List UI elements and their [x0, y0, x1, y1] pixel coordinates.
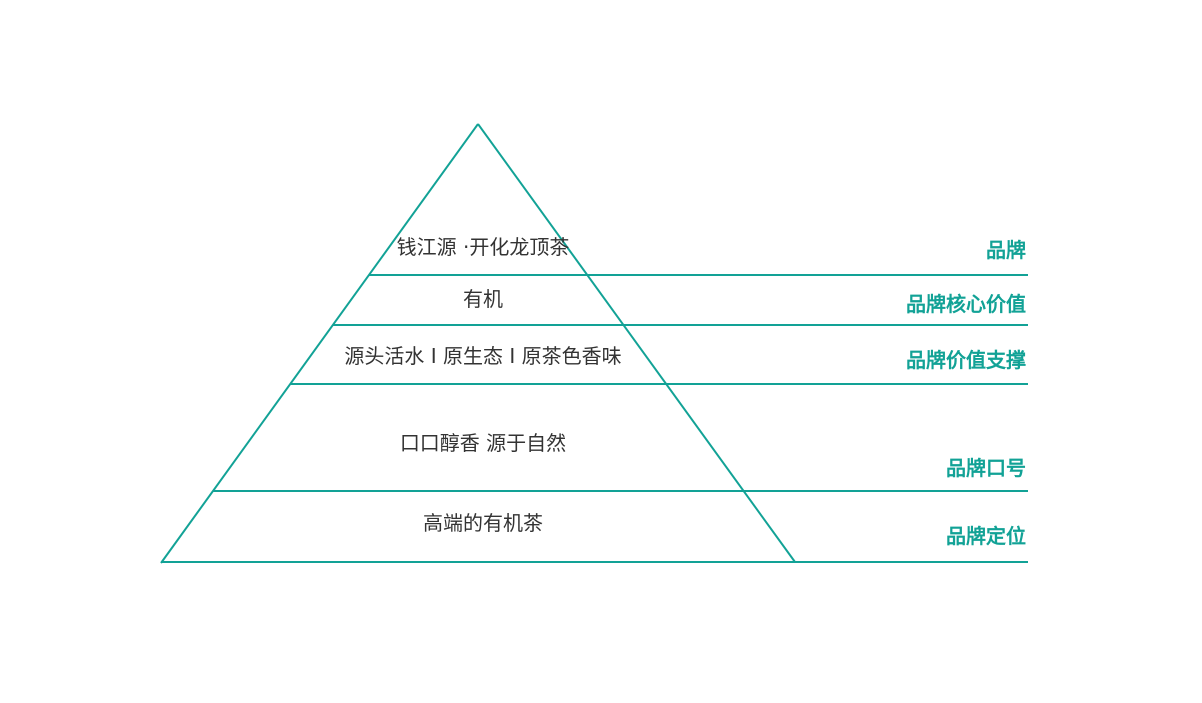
pyramid-level-2-label: 有机: [463, 287, 503, 311]
pyramid-level-5-label: 高端的有机茶: [423, 511, 543, 535]
pyramid-level-3-label: 源头活水 I 原生态 I 原茶色香味: [344, 344, 622, 368]
pyramid-level-4-label: 口口醇香 源于自然: [399, 431, 567, 455]
annotation-brand: 品牌: [986, 238, 1026, 262]
annotation-brand-slogan: 品牌口号: [946, 456, 1026, 480]
annotation-brand-value-support: 品牌价值支撑: [906, 348, 1026, 372]
annotation-brand-positioning: 品牌定位: [946, 524, 1026, 548]
pyramid-left-edge: [160, 123, 479, 564]
pyramid-right-edge: [477, 123, 796, 563]
annotation-brand-core-value: 品牌核心价值: [906, 292, 1026, 316]
pyramid-level-1-label: 钱江源 ·开化龙顶茶: [396, 235, 570, 259]
